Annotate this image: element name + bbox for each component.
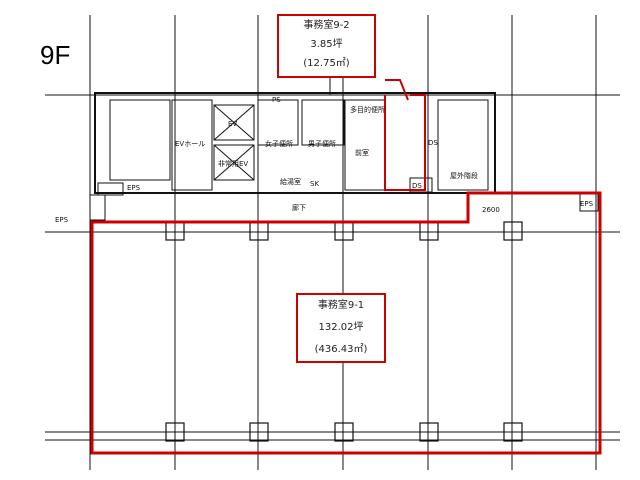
outdoor-stairs-label: 屋外階段	[450, 171, 478, 180]
kitchen-label: 給湯室	[280, 177, 301, 186]
eps-label: EPS	[127, 184, 141, 192]
floor-label: 9F	[40, 40, 71, 70]
office-9-2-tsubo: 3.85坪	[310, 39, 343, 50]
multi-wc-label: 多目的便所	[350, 105, 385, 114]
office-9-2-label: 事務室9-2 3.85坪 (12.75㎡)	[277, 14, 376, 78]
office-9-1-sqm: (436.43㎡)	[314, 344, 368, 355]
eps-label-2: EPS	[55, 216, 69, 224]
ds-label-2: DS	[412, 182, 422, 190]
office-9-2-sqm: (12.75㎡)	[303, 58, 350, 69]
sk-label: SK	[310, 180, 319, 188]
office-9-1-tsubo: 132.02坪	[318, 322, 364, 333]
office-9-2-name: 事務室9-2	[303, 20, 350, 31]
front-room-label: 前室	[355, 148, 369, 157]
ev-hall-label: EVホール	[175, 140, 205, 148]
ds-label: DS	[428, 139, 438, 147]
ev-label: EV	[228, 120, 237, 128]
emergency-ev-label: 非常用EV	[218, 159, 248, 168]
mens-wc-label: 男子便所	[308, 139, 336, 148]
dimension-label: 2600	[482, 206, 500, 214]
office-9-1-label: 事務室9-1 132.02坪 (436.43㎡)	[296, 293, 386, 363]
eps-label-3: EPS	[580, 200, 594, 208]
corridor-label: 廊下	[292, 203, 306, 212]
womens-wc-label: 女子便所	[265, 139, 293, 148]
ps-label: PS	[272, 96, 281, 104]
office-9-1-name: 事務室9-1	[317, 300, 365, 311]
